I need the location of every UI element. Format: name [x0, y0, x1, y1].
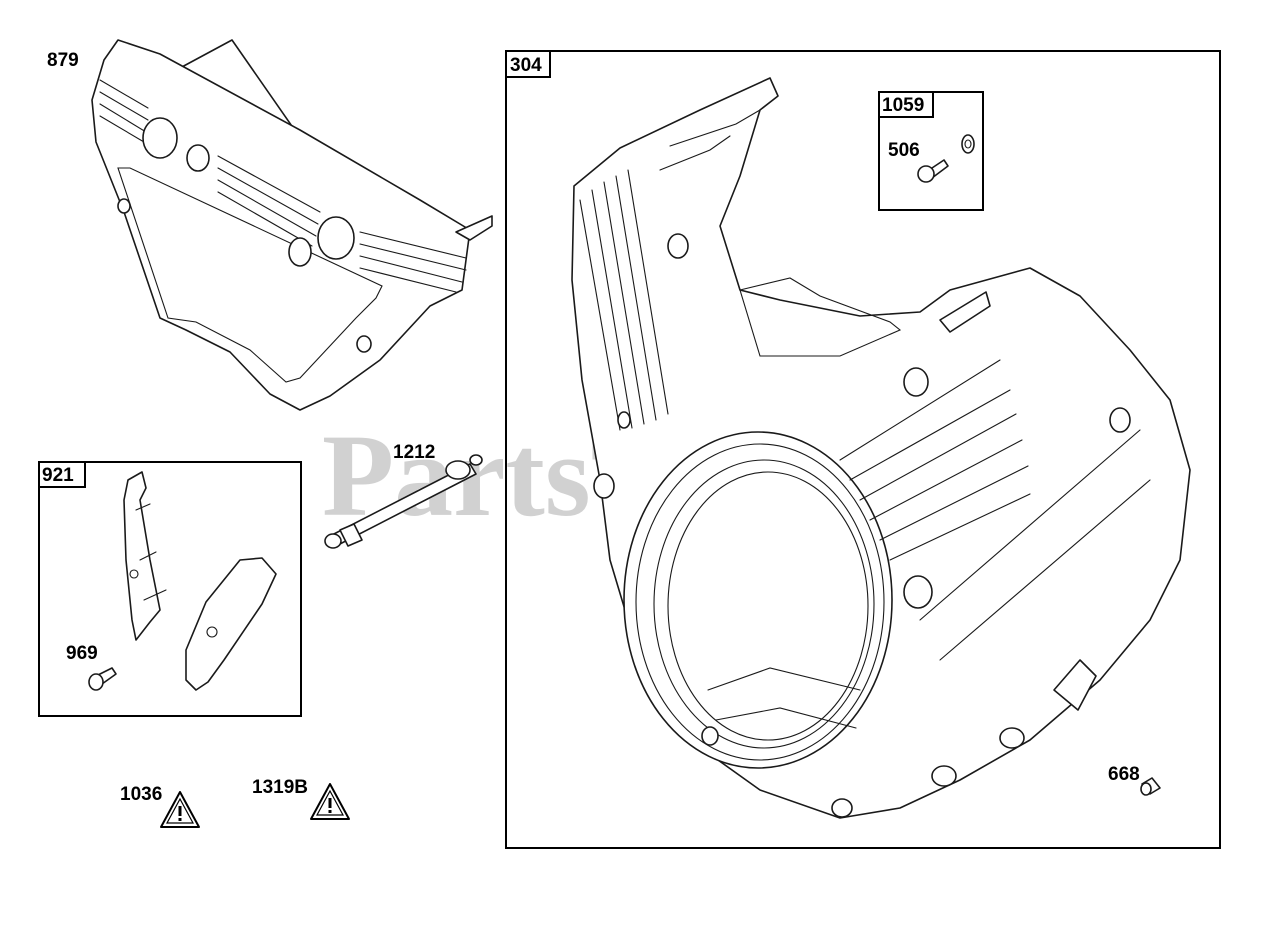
- warning-triangle-icon[interactable]: [310, 783, 350, 820]
- warning-triangle-icon[interactable]: [160, 791, 200, 828]
- part-921-group[interactable]: [38, 461, 302, 717]
- callout-921[interactable]: 921: [42, 465, 74, 486]
- callout-969[interactable]: 969: [66, 643, 98, 664]
- callout-1036[interactable]: 1036: [120, 784, 162, 805]
- part-921-box: [38, 461, 302, 717]
- callout-1059[interactable]: 1059: [882, 95, 924, 116]
- callout-879[interactable]: 879: [47, 50, 79, 71]
- part-506-screw[interactable]: [917, 159, 949, 183]
- part-1059-group[interactable]: [878, 91, 984, 211]
- part-879-shroud-cover[interactable]: [91, 39, 493, 411]
- part-969-screw[interactable]: [88, 667, 117, 691]
- callout-1319b[interactable]: 1319B: [252, 777, 308, 798]
- callout-304[interactable]: 304: [510, 55, 542, 76]
- part-668-plug[interactable]: [1140, 777, 1161, 796]
- part-1212-rod[interactable]: [324, 454, 483, 549]
- callout-668[interactable]: 668: [1108, 764, 1140, 785]
- part-304-box: [505, 50, 1221, 849]
- callout-506[interactable]: 506: [888, 140, 920, 161]
- part-304-group[interactable]: [505, 50, 1221, 849]
- callout-1212[interactable]: 1212: [393, 442, 435, 463]
